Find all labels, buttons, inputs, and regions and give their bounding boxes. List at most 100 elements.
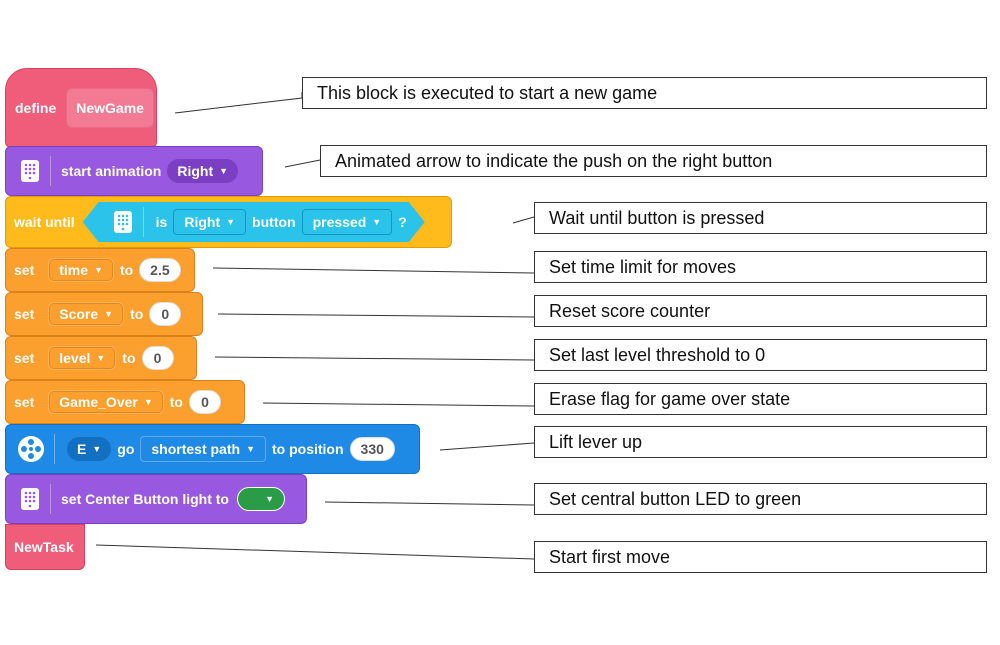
is-label: is [155,214,168,230]
variable-dropdown[interactable]: time ▼ [48,258,114,282]
connector-9 [324,501,535,506]
set-score-block[interactable]: set Score ▼ to 0 [5,292,203,336]
color-dropdown[interactable]: ▼ [237,487,285,511]
chevron-down-icon: ▼ [143,397,153,407]
to-label: to [119,262,134,278]
variable-dropdown[interactable]: Game_Over ▼ [48,390,164,414]
note-wait: Wait until button is pressed [534,202,987,234]
variable-dropdown[interactable]: Score ▼ [48,302,125,326]
question-mark: ? [398,214,407,230]
to-label: to [122,350,136,366]
connector-1 [174,92,303,114]
button-label: button [252,214,296,230]
connector-4 [212,267,535,274]
separator [143,207,144,237]
path-value: shortest path [151,441,241,457]
chevron-down-icon: ▼ [372,217,382,227]
variable-name: level [59,350,91,366]
separator [54,434,55,464]
button-state-dropdown[interactable]: pressed ▼ [302,209,393,235]
connector-10 [95,544,535,560]
chevron-down-icon: ▼ [246,444,255,454]
note-text: Reset score counter [549,300,711,321]
newtask-call-block[interactable]: NewTask [5,524,85,570]
start-animation-block[interactable]: start animation Right ▼ [5,146,263,196]
connector-5 [217,313,535,318]
motor-port-dropdown[interactable]: E ▼ [67,437,112,461]
button-pressed-condition[interactable]: is Right ▼ button pressed ▼ ? [83,202,425,242]
note-led: Set central button LED to green [534,483,987,515]
value-input[interactable]: 0 [149,302,182,326]
note-first-move: Start first move [534,541,987,573]
value-input[interactable]: 2.5 [139,258,181,282]
note-score: Reset score counter [534,295,987,327]
chevron-down-icon: ▼ [104,309,114,319]
set-center-light-block[interactable]: set Center Button light to ▼ [5,474,307,524]
define-keyword: define [15,100,57,116]
animation-dropdown-value: Right [177,163,214,179]
hub-icon [111,209,135,235]
set-keyword: set [14,394,35,410]
start-animation-label: start animation [61,163,162,179]
state-value: pressed [312,214,367,230]
note-animation: Animated arrow to indicate the push on t… [320,145,987,177]
note-text: Lift lever up [549,431,643,452]
set-game-over-block[interactable]: set Game_Over ▼ to 0 [5,380,245,424]
note-text: Start first move [549,546,671,567]
port-value: E [77,441,87,457]
to-position-label: to position [271,441,344,457]
note-text: Set central button LED to green [549,488,802,509]
variable-name: Game_Over [59,394,138,410]
animation-dropdown[interactable]: Right ▼ [167,159,239,183]
connector-8 [439,442,535,451]
light-label: set Center Button light to [61,491,229,507]
connector-3 [512,216,535,224]
chevron-down-icon: ▼ [226,217,236,227]
set-keyword: set [14,306,35,322]
separator [50,156,51,186]
variable-name: time [59,262,89,278]
to-label: to [130,306,144,322]
chevron-down-icon: ▼ [96,353,106,363]
direction-value: Right [184,214,221,230]
connector-6 [214,356,535,361]
define-name[interactable]: NewGame [66,88,154,128]
set-keyword: set [14,350,35,366]
chevron-down-icon: ▼ [265,494,274,504]
note-text: Wait until button is pressed [549,207,765,228]
note-define: This block is executed to start a new ga… [302,77,987,109]
value-input[interactable]: 0 [141,346,174,370]
connector-2 [284,159,321,168]
path-dropdown[interactable]: shortest path ▼ [140,436,266,462]
connector-7 [262,402,535,407]
to-label: to [169,394,183,410]
hub-matrix-icon [18,158,42,184]
position-input[interactable]: 330 [349,437,395,461]
set-level-block[interactable]: set level ▼ to 0 [5,336,197,380]
chevron-down-icon: ▼ [219,166,229,176]
wait-until-block[interactable]: wait until is Right ▼ button pressed ▼ ? [5,196,452,248]
motor-go-to-position-block[interactable]: E ▼ go shortest path ▼ to position 330 [5,424,420,474]
note-text: Set time limit for moves [549,256,737,277]
define-block[interactable]: define NewGame [5,68,157,148]
note-text: Erase flag for game over state [549,388,791,409]
hub-matrix-icon [18,486,42,512]
wait-until-keyword: wait until [14,214,75,230]
note-time: Set time limit for moves [534,251,987,283]
note-level: Set last level threshold to 0 [534,339,987,371]
value-input[interactable]: 0 [188,390,221,414]
motor-icon [16,434,46,464]
variable-dropdown[interactable]: level ▼ [48,346,117,370]
note-text: Animated arrow to indicate the push on t… [335,150,773,171]
set-keyword: set [14,262,35,278]
set-time-block[interactable]: set time ▼ to 2.5 [5,248,195,292]
newtask-label: NewTask [14,539,74,555]
note-lift: Lift lever up [534,426,987,458]
note-game-over: Erase flag for game over state [534,383,987,415]
button-direction-dropdown[interactable]: Right ▼ [173,209,246,235]
variable-name: Score [59,306,99,322]
separator [50,484,51,514]
go-label: go [117,441,135,457]
chevron-down-icon: ▼ [94,265,103,275]
